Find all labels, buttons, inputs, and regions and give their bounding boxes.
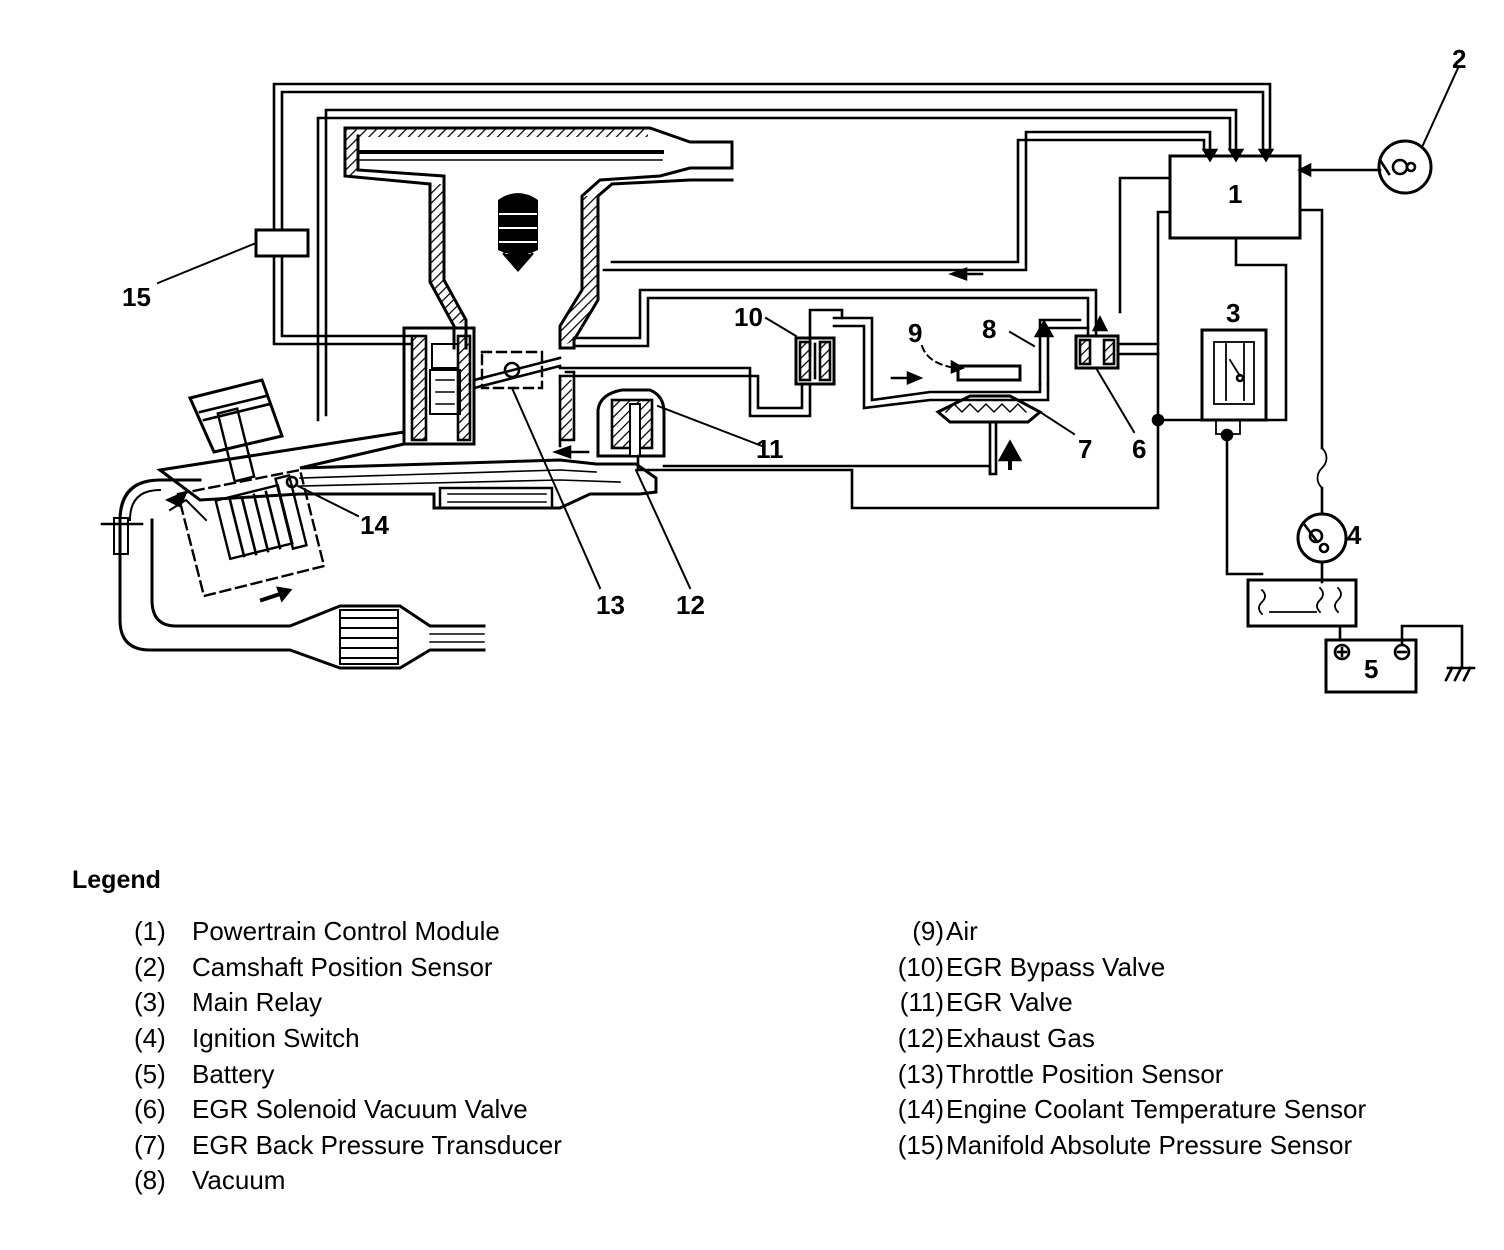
callout-13: 13 <box>596 590 625 620</box>
throttle-body-left <box>402 326 476 446</box>
egr-system-diagram: 1 2 3 4 5 6 7 8 9 10 11 12 13 14 15 <box>100 44 1476 694</box>
legend-item-label: Engine Coolant Temperature Sensor <box>946 1094 1367 1125</box>
legend-item: (11)EGR Valve <box>872 985 1366 1021</box>
legend-item: (6) EGR Solenoid Vacuum Valve <box>134 1092 562 1128</box>
callout-14: 14 <box>360 510 389 540</box>
legend-item-number: (8) <box>134 1165 166 1196</box>
egr-bypass-valve <box>764 316 836 386</box>
legend-item-number: (9) <box>912 916 944 947</box>
egr-valve <box>552 370 1160 590</box>
legend-item-label: EGR Valve <box>946 987 1073 1018</box>
legend-item-label: Manifold Absolute Pressure Sensor <box>946 1129 1353 1160</box>
legend-item-number: (3) <box>134 987 166 1018</box>
legend-item-label: Camshaft Position Sensor <box>192 951 493 982</box>
legend-item-label: EGR Bypass Valve <box>946 951 1166 982</box>
vacuum-hoses <box>558 267 1109 418</box>
legend-item: (5) Battery <box>134 1056 562 1092</box>
callout-8: 8 <box>982 314 996 344</box>
callout-9: 9 <box>908 318 922 348</box>
legend-item: (15)Manifold Absolute Pressure Sensor <box>872 1128 1366 1164</box>
intake-manifold <box>343 126 734 350</box>
legend-item: (14)Engine Coolant Temperature Sensor <box>872 1092 1366 1128</box>
legend-item-number: (11) <box>899 987 944 1018</box>
legend-item: (3) Main Relay <box>134 985 562 1021</box>
callout-4: 4 <box>1347 520 1362 550</box>
legend-item: (1) Powertrain Control Module <box>134 914 562 950</box>
callout-15: 15 <box>122 282 151 312</box>
callout-11: 11 <box>756 434 784 464</box>
legend-item-number: (1) <box>134 916 166 947</box>
map-sensor <box>156 228 414 346</box>
legend-item-number: (13) <box>897 1058 944 1089</box>
legend-title: Legend <box>72 866 161 894</box>
legend-item-label: Main Relay <box>192 987 323 1018</box>
callout-6: 6 <box>1132 434 1146 464</box>
legend-item-label: Throttle Position Sensor <box>946 1058 1224 1089</box>
egr-back-pressure-transducer <box>890 330 1076 476</box>
legend-item-label: Battery <box>192 1058 275 1089</box>
legend-item-label: Powertrain Control Module <box>192 916 500 947</box>
legend-item-label: Vacuum <box>192 1165 286 1196</box>
engine-cylinder <box>164 378 360 603</box>
camshaft-sensor-symbol <box>1297 66 1460 195</box>
legend-item-number: (2) <box>134 951 166 982</box>
legend-column-right: (9)Air (10)EGR Bypass Valve (11)EGR Valv… <box>872 914 1366 1163</box>
legend-item: (13)Throttle Position Sensor <box>872 1056 1366 1092</box>
callout-3: 3 <box>1226 298 1240 328</box>
exhaust-pipe <box>100 430 658 670</box>
legend-item-label: Exhaust Gas <box>946 1023 1095 1054</box>
legend-item: (12)Exhaust Gas <box>872 1021 1366 1057</box>
callout-5: 5 <box>1364 654 1378 684</box>
legend-item: (7) EGR Back Pressure Transducer <box>134 1128 562 1164</box>
legend-item-number: (6) <box>134 1094 166 1125</box>
legend-item-number: (7) <box>134 1129 166 1160</box>
legend-item-number: (4) <box>134 1023 166 1054</box>
legend-item-label: Ignition Switch <box>192 1023 360 1054</box>
callout-2: 2 <box>1452 44 1466 74</box>
callout-10: 10 <box>734 302 763 332</box>
legend-item-number: (15) <box>897 1129 944 1160</box>
legend-item: (2) Camshaft Position Sensor <box>134 950 562 986</box>
legend-item-number: (5) <box>134 1058 166 1089</box>
legend-item: (10)EGR Bypass Valve <box>872 950 1366 986</box>
legend-item-label: EGR Solenoid Vacuum Valve <box>192 1094 528 1125</box>
legend-item-number: (10) <box>897 951 944 982</box>
legend-item: (8) Vacuum <box>134 1163 562 1199</box>
ignition-switch-symbol <box>1296 446 1348 584</box>
legend-item: (9)Air <box>872 914 1366 950</box>
legend-item-label: EGR Back Pressure Transducer <box>192 1129 562 1160</box>
legend-item-label: Air <box>946 916 978 947</box>
pcm-top-wiring <box>272 82 1275 422</box>
callout-1: 1 <box>1228 179 1242 209</box>
legend-item-number: (14) <box>897 1094 944 1125</box>
egr-solenoid-vacuum-valve <box>1074 334 1160 434</box>
callout-7: 7 <box>1078 434 1092 464</box>
callout-12: 12 <box>676 590 705 620</box>
throttle-position-sensor <box>472 350 602 590</box>
main-relay-symbol <box>1200 328 1268 435</box>
legend-column-left: (1) Powertrain Control Module (2) Camshaft… <box>134 914 562 1199</box>
fuse-block <box>1246 578 1358 642</box>
battery-symbol <box>1324 624 1476 694</box>
legend-item: (4) Ignition Switch <box>134 1021 562 1057</box>
legend-item-number: (12) <box>897 1023 944 1054</box>
